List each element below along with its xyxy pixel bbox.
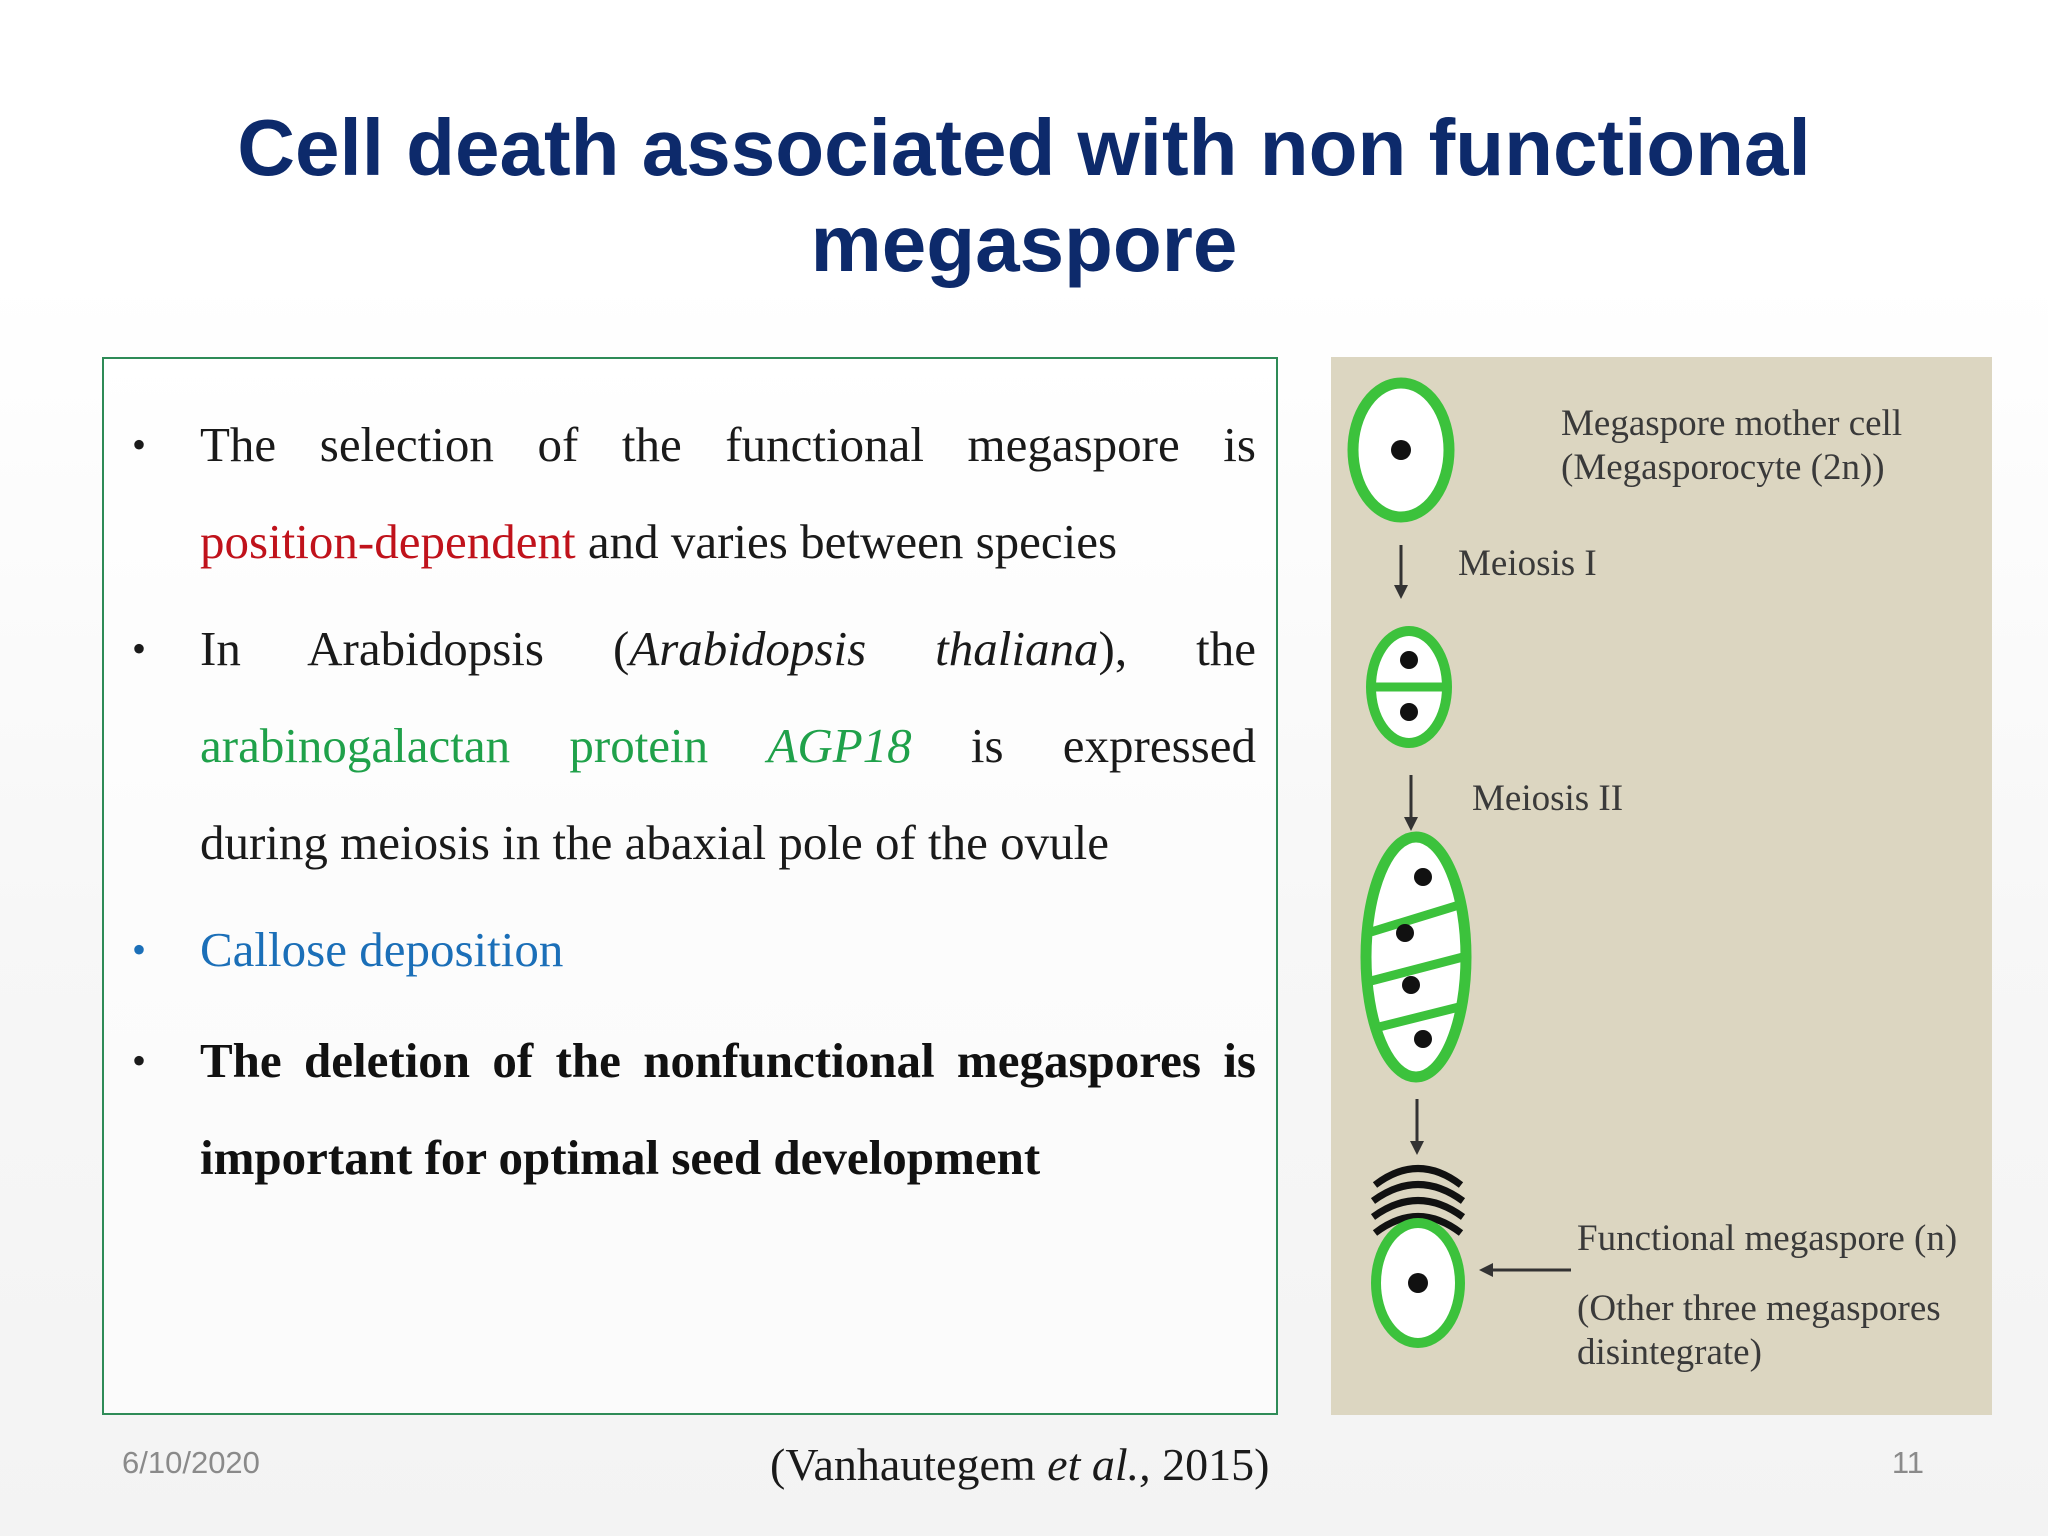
slide-date: 6/10/2020 [122, 1445, 260, 1480]
bullet-dot: • [131, 422, 146, 467]
bullet-1-line1: The selection of the functional megaspor… [200, 417, 1256, 472]
arrow-to-functional [1410, 1099, 1424, 1155]
bullet-body: The selection of the functional megaspor… [200, 396, 1256, 590]
bullet-2-line3: during meiosis in the abaxial pole of th… [200, 815, 1110, 870]
label-megasporocyte: (Megasporocyte (2n)) [1561, 447, 1885, 488]
mother-cell [1347, 377, 1455, 523]
diagram-drawing [1347, 377, 1571, 1348]
citation-year: 2015) [1150, 1439, 1270, 1490]
slide-page-number: 11 [1891, 1445, 1924, 1480]
slide-title-line2: megaspore [810, 199, 1238, 288]
degenerating-megaspores [1370, 1165, 1466, 1236]
arrow-functional-label [1479, 1263, 1571, 1277]
bullet-2-species: Arabidopsis thaliana [629, 621, 1099, 676]
bullet-4-text: The deletion of the nonfunctional megasp… [200, 1033, 1256, 1185]
label-functional-megaspore: Functional megaspore (n) [1577, 1218, 1958, 1259]
bullet-2-text-c: is expressed [970, 718, 1257, 773]
bullet-3-text: Callose deposition [200, 922, 564, 977]
citation-etal: et al., [1047, 1439, 1151, 1490]
slide-title: Cell death associated with non functiona… [0, 100, 2048, 292]
functional-megaspore-cell [1371, 1218, 1465, 1348]
label-other-megaspores: (Other three megaspores [1577, 1288, 1941, 1329]
citation: (Vanhautegem et al., 2015) [770, 1438, 1269, 1491]
bullet-dot: • [131, 927, 146, 972]
label-meiosis-1: Meiosis I [1458, 543, 1597, 584]
arrow-meiosis-1 [1394, 545, 1408, 599]
bullet-2-gene: AGP18 [767, 718, 912, 773]
slide-title-line1: Cell death associated with non functiona… [237, 103, 1811, 192]
arrow-meiosis-2 [1404, 775, 1418, 831]
bullet-1-highlight: position-dependent [200, 514, 576, 569]
megasporogenesis-diagram: Megaspore mother cell (Megasporocyte (2n… [1331, 357, 1992, 1415]
bullet-dot: • [131, 1038, 146, 1083]
bullet-body: In Arabidopsis (Arabidopsis thaliana), t… [200, 600, 1256, 891]
citation-author: (Vanhautegem [770, 1439, 1048, 1490]
bullet-2-line1: In Arabidopsis (Arabidopsis thaliana), t… [200, 600, 1256, 697]
bullet-2-highlight: arabinogalactan protein [200, 718, 709, 773]
tetrad-cell [1360, 831, 1472, 1083]
bullet-dot: • [131, 626, 146, 671]
bullet-2-text-b: ), the [1098, 621, 1256, 676]
bullet-1-rest: and varies between species [587, 514, 1118, 569]
label-mother-cell: Megaspore mother cell [1561, 403, 1903, 444]
bullet-2-line2: arabinogalactan protein AGP18 is express… [200, 697, 1256, 794]
dyad-cell [1366, 626, 1452, 748]
label-disintegrate: disintegrate) [1577, 1332, 1762, 1373]
label-meiosis-2: Meiosis II [1472, 778, 1624, 819]
bullet-text-box: • The selection of the functional megasp… [102, 357, 1278, 1415]
bullet-2-text-a: In Arabidopsis ( [200, 621, 630, 676]
